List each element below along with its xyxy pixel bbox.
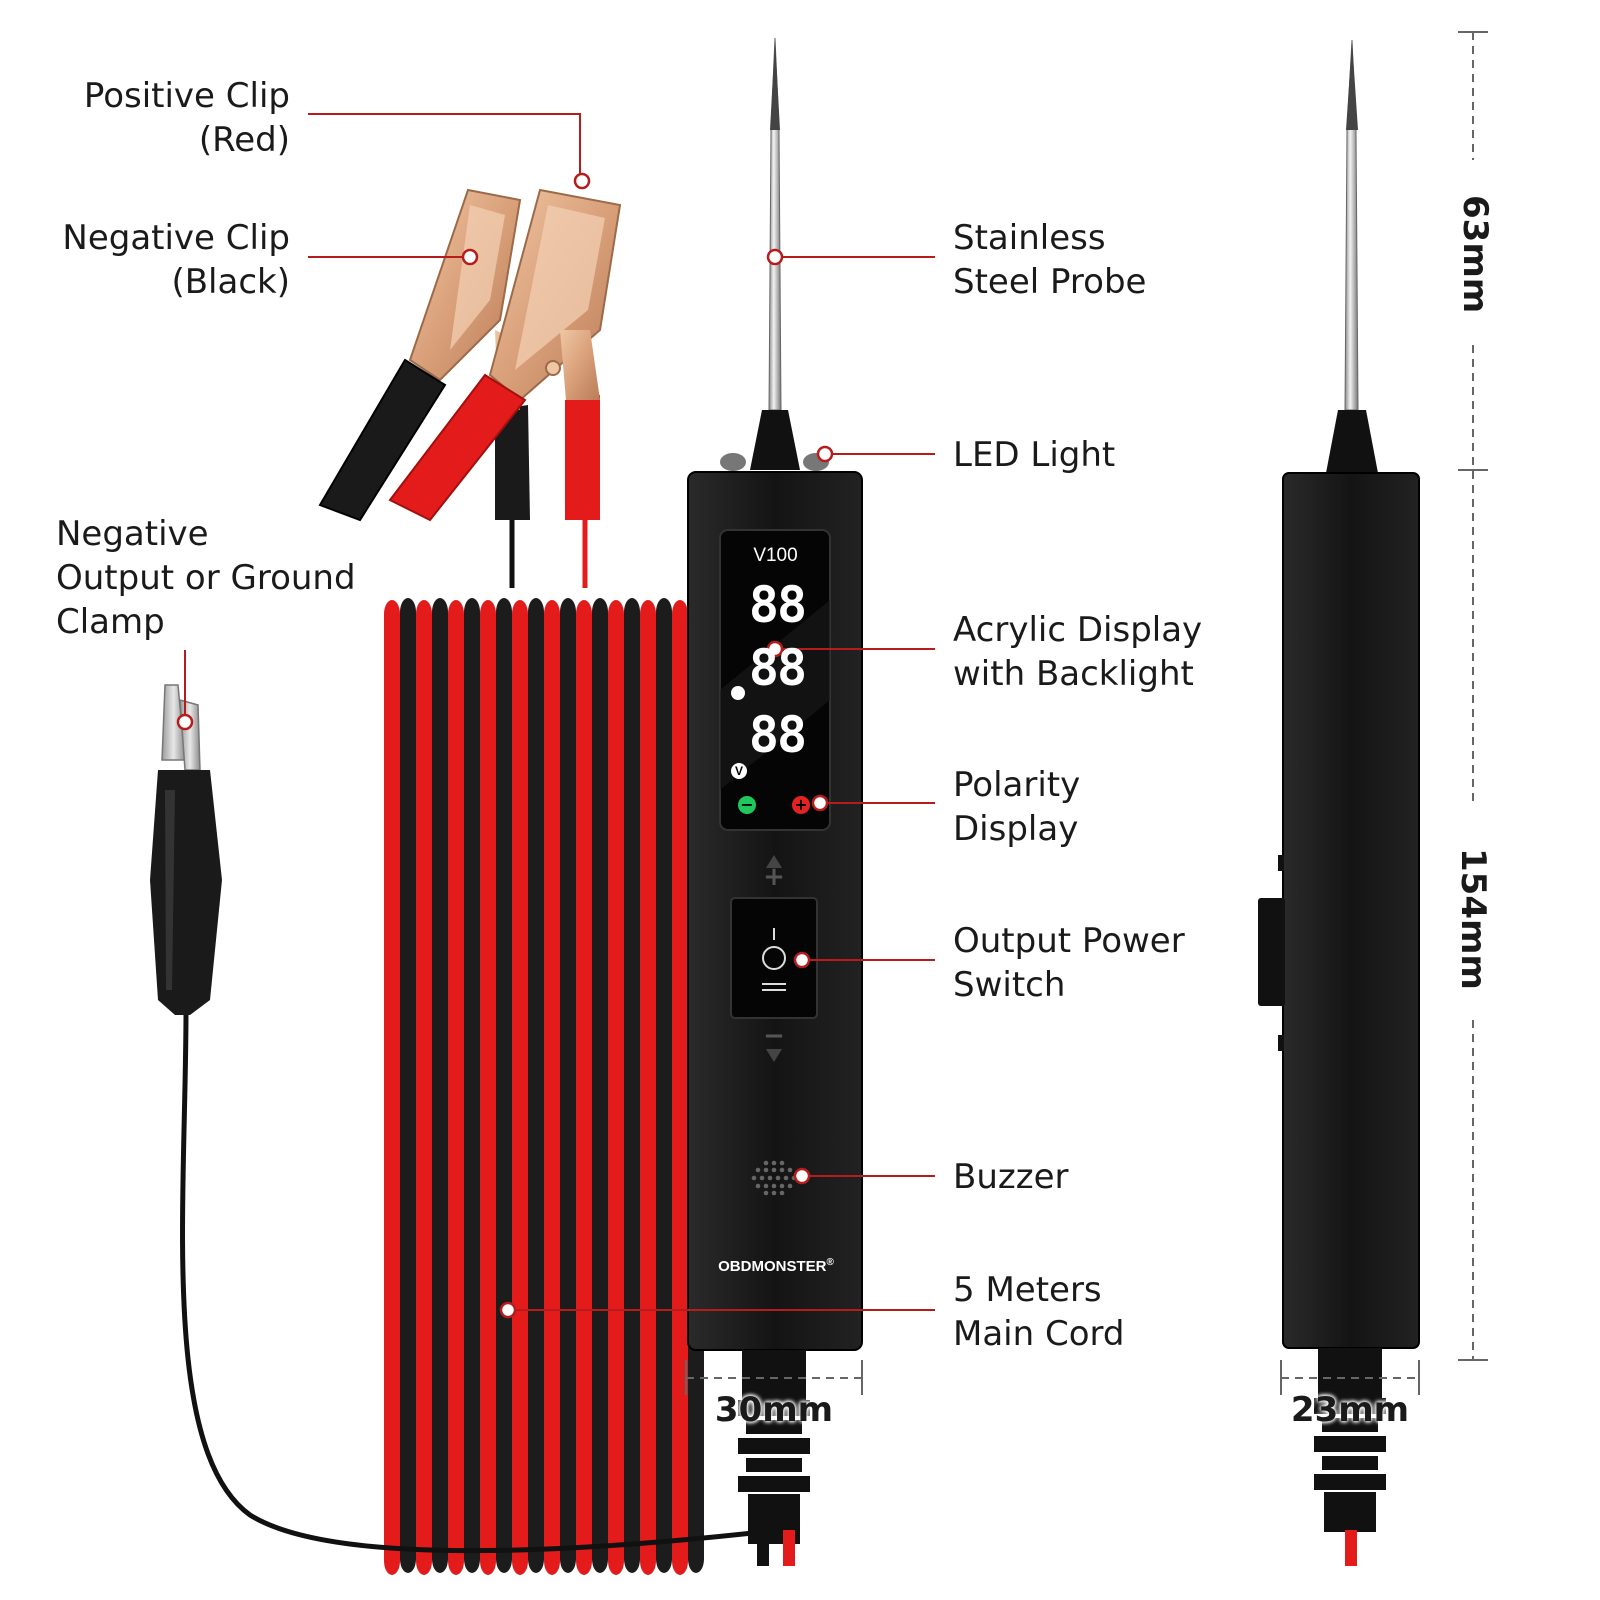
dimension-probe-length: 63mm — [1455, 195, 1495, 314]
label-led: LED Light — [953, 435, 1116, 475]
cord-coil — [378, 590, 718, 1585]
callout-marker — [766, 640, 784, 658]
buzzer-hole — [787, 1183, 793, 1189]
callout-marker — [766, 248, 784, 266]
digit-row-1: 88 — [748, 576, 807, 634]
cord-stripe — [608, 600, 624, 1575]
dimension-front-width: 30mm — [714, 1390, 834, 1430]
front-device — [687, 37, 863, 1566]
callout-marker — [793, 1167, 811, 1185]
buzzer-hole — [775, 1175, 781, 1181]
label-polarity: Polarity Display — [953, 765, 1081, 849]
callout-marker — [499, 1301, 517, 1319]
brand-logo: OBDMONSTER® — [700, 1257, 852, 1275]
cord-stripe — [480, 600, 496, 1575]
buzzer-hole — [783, 1175, 789, 1181]
callout-marker — [816, 445, 834, 463]
cord-stripe — [416, 600, 432, 1575]
buzzer-hole — [751, 1175, 757, 1181]
buzzer-hole — [755, 1167, 761, 1173]
cord-stripe — [592, 598, 608, 1573]
cord-stripe — [624, 598, 640, 1573]
label-ground-clamp: Negative Output or Ground Clamp — [56, 514, 356, 642]
label-negative-clip: Negative Clip (Black) — [62, 218, 290, 302]
buzzer-hole — [771, 1167, 777, 1173]
cord-stripe — [448, 600, 464, 1575]
label-switch: Output Power Switch — [953, 921, 1185, 1005]
cord-stripe — [432, 598, 448, 1573]
buzzer-hole — [771, 1190, 777, 1196]
callout-marker — [811, 794, 829, 812]
buzzer-hole — [787, 1167, 793, 1173]
model-label: V100 — [753, 545, 798, 566]
callout-line — [308, 113, 581, 180]
buzzer-hole — [771, 1160, 777, 1166]
buzzer-hole — [763, 1160, 769, 1166]
cord-stripe — [400, 598, 416, 1573]
buzzer-hole — [767, 1175, 773, 1181]
buzzer-hole — [779, 1183, 785, 1189]
buzzer-hole — [771, 1183, 777, 1189]
dimension-side-width: 23mm — [1290, 1390, 1410, 1430]
buzzer-hole — [779, 1167, 785, 1173]
label-probe: Stainless Steel Probe — [953, 218, 1147, 302]
digit-row-2: 88 — [748, 639, 807, 697]
cord-stripe — [640, 600, 656, 1575]
buzzer-hole — [763, 1183, 769, 1189]
side-device — [1258, 39, 1420, 1566]
buzzer-hole — [779, 1160, 785, 1166]
digit-row-3: 88 — [748, 706, 807, 764]
cord-stripe — [656, 598, 672, 1573]
unit-label: V — [731, 763, 747, 779]
cord-stripe — [528, 598, 544, 1573]
polarity-minus-indicator: − — [738, 796, 756, 814]
label-display: Acrylic Display with Backlight — [953, 610, 1203, 694]
cord-stripe — [576, 600, 592, 1575]
ground-clamp — [150, 684, 781, 1554]
cord-stripe — [544, 600, 560, 1575]
dimension-guides — [685, 31, 1488, 1395]
buzzer-holes — [751, 1160, 797, 1196]
cord-stripe — [496, 598, 512, 1573]
callout-marker — [176, 713, 194, 731]
callout-lines — [176, 113, 935, 1319]
positive-clip — [388, 188, 622, 522]
label-cord: 5 Meters Main Cord — [953, 1270, 1125, 1354]
buzzer-hole — [763, 1190, 769, 1196]
clip-wires — [509, 520, 588, 588]
buzzer-hole — [755, 1183, 761, 1189]
cord-stripe — [464, 598, 480, 1573]
brand-name: OBDMONSTER — [718, 1258, 827, 1275]
switch-plus-mark: + — [763, 862, 785, 892]
buzzer-hole — [759, 1175, 765, 1181]
cord-stripe — [384, 600, 400, 1575]
label-positive-clip: Positive Clip (Red) — [83, 76, 290, 160]
switch-minus-mark: − — [763, 1021, 785, 1051]
buzzer-hole — [763, 1167, 769, 1173]
callout-marker — [793, 951, 811, 969]
registered-mark: ® — [826, 1257, 834, 1268]
cord-stripe — [672, 600, 688, 1575]
polarity-plus-indicator: + — [792, 796, 810, 814]
cord-stripe — [512, 600, 528, 1575]
callout-marker — [461, 248, 479, 266]
callout-marker — [573, 172, 591, 190]
label-buzzer: Buzzer — [953, 1157, 1069, 1197]
dimension-body-length: 154mm — [1453, 848, 1493, 990]
cord-stripe — [560, 598, 576, 1573]
buzzer-hole — [779, 1190, 785, 1196]
